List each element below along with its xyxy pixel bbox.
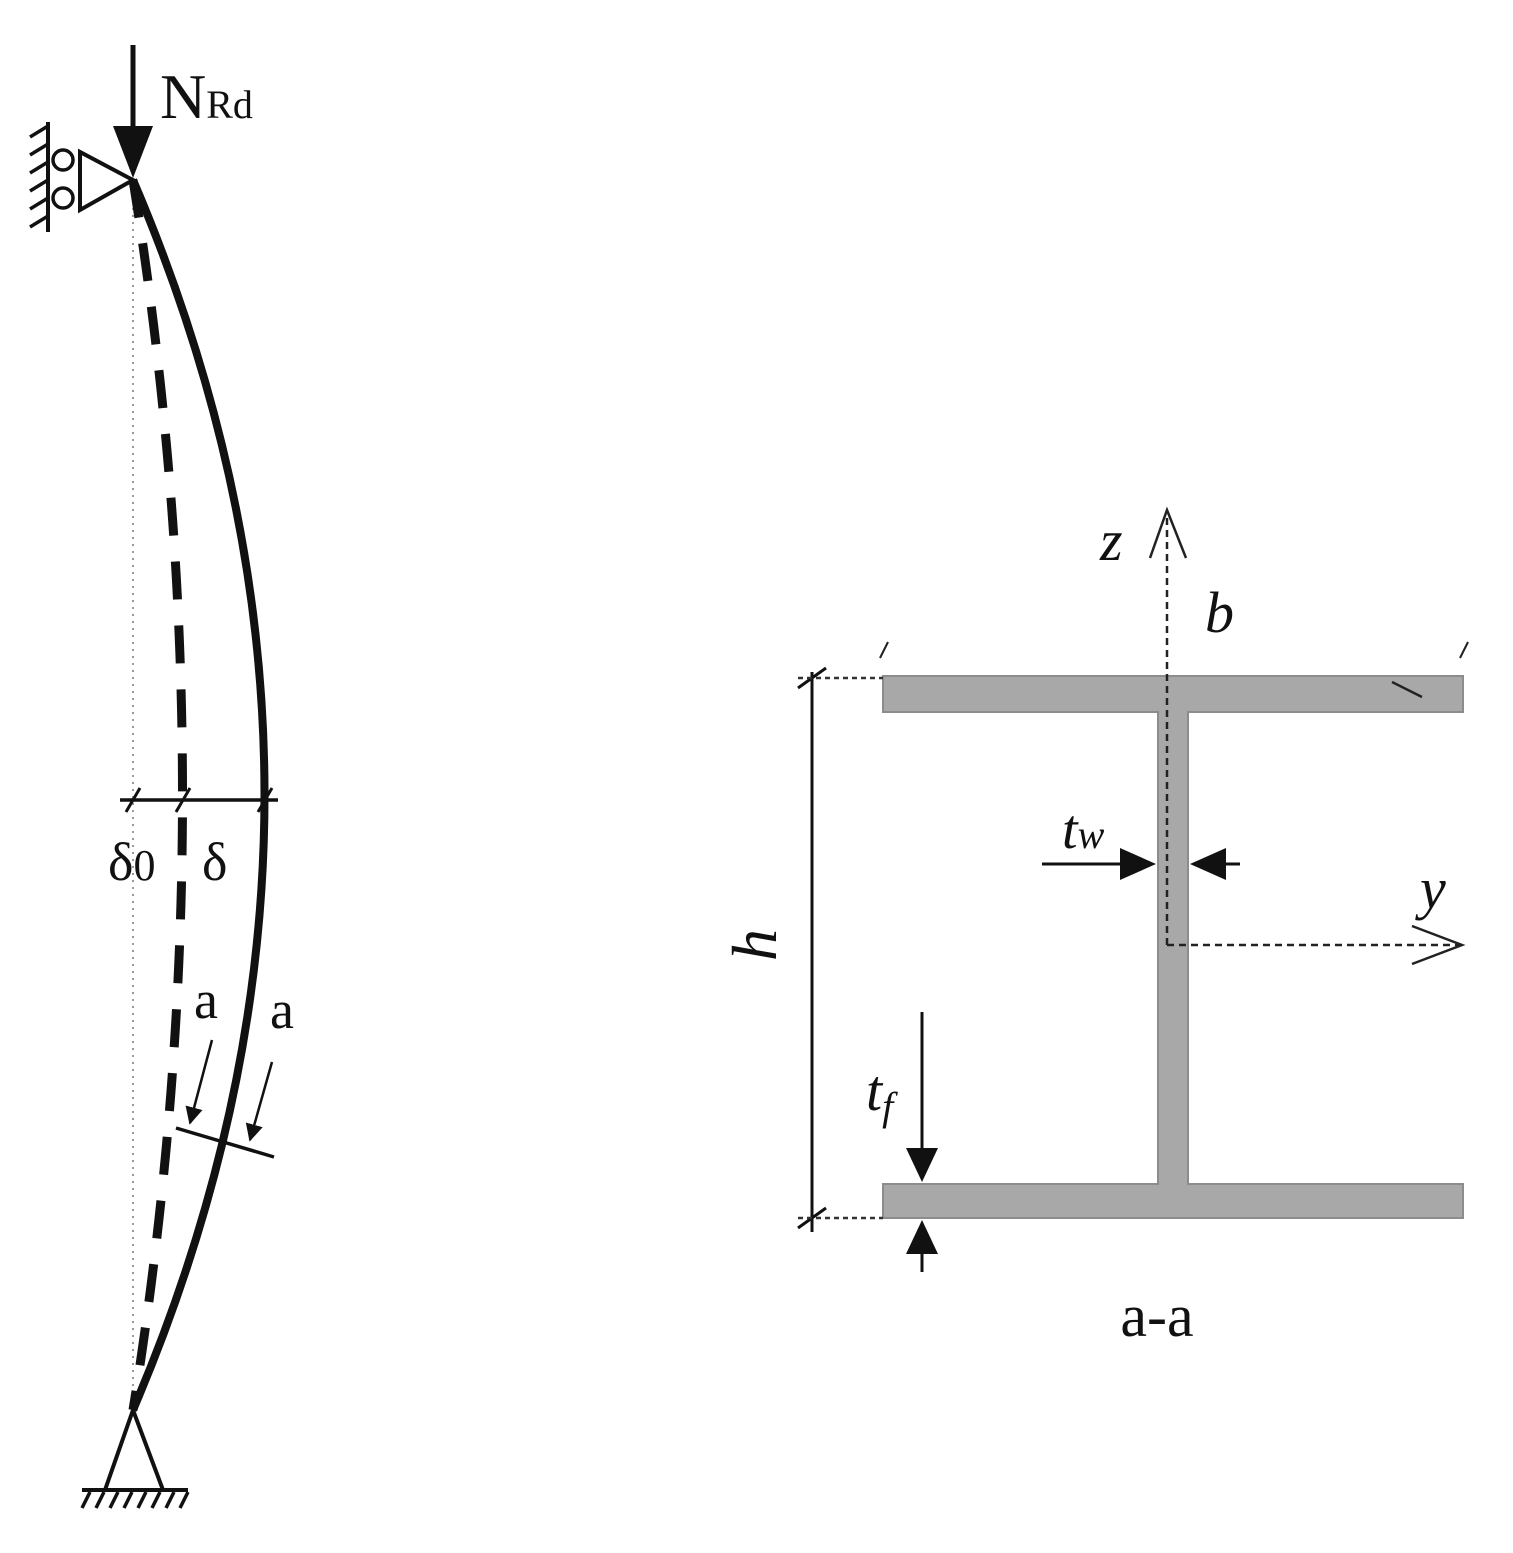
bottom-pin-support xyxy=(80,1404,190,1509)
flange-width-label: b xyxy=(1205,580,1234,645)
flange-width-dimension xyxy=(879,641,1469,699)
initial-imperfection-curve xyxy=(128,179,187,1411)
section-title: a-a xyxy=(1120,1283,1193,1349)
initial-imperfection-label: δ0 xyxy=(108,832,155,892)
section-mark-right: a xyxy=(270,980,294,1040)
i-section-shape xyxy=(882,675,1464,1219)
height-label: h xyxy=(719,929,790,961)
top-roller-support xyxy=(29,122,138,232)
y-axis xyxy=(1167,924,1466,966)
z-axis xyxy=(1148,506,1188,945)
load-arrow xyxy=(113,45,153,178)
flange-thickness-dimension xyxy=(906,1012,938,1272)
load-label: NRd xyxy=(160,61,253,132)
deflection-dimension xyxy=(120,787,278,813)
section-cut xyxy=(175,1039,275,1159)
web-thickness-dimension xyxy=(1042,848,1240,880)
web-thickness-label: tw xyxy=(1062,799,1105,861)
section-mark-left: a xyxy=(194,970,218,1030)
deflected-column-curve xyxy=(129,178,269,1412)
column-diagram: NRd δ0 δ xyxy=(29,45,294,1509)
flange-thickness-label: tf xyxy=(866,1058,898,1129)
height-dimension xyxy=(797,666,883,1232)
cross-section-diagram: z y b h tw xyxy=(719,506,1469,1349)
z-axis-label: z xyxy=(1099,508,1123,573)
y-axis-label: y xyxy=(1415,856,1446,921)
deflection-label: δ xyxy=(202,832,227,892)
